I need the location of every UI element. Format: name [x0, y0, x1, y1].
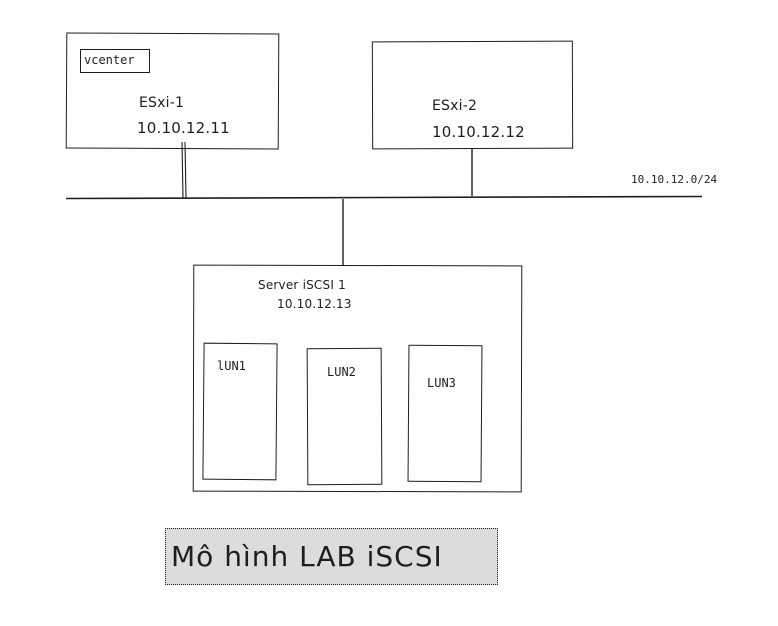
caption-box [165, 528, 498, 585]
network-bus-line [65, 195, 703, 200]
esxi1-uplink-line [181, 141, 187, 199]
subnet-label: 10.10.12.0/24 [631, 173, 718, 186]
server-ip: 10.10.12.13 [277, 297, 352, 311]
esxi2-name: ESxi-2 [432, 98, 478, 114]
caption-title: Mô hình LAB iSCSI [171, 540, 443, 573]
vcenter-vm-box: vcenter [80, 49, 150, 73]
lun-box-3 [407, 344, 483, 483]
lun-label-2: LUN2 [327, 365, 356, 379]
lun-label-1: lUN1 [217, 359, 246, 373]
server-name: Server iSCSI 1 [258, 278, 346, 292]
vcenter-label: vcenter [84, 53, 135, 67]
esxi2-ip: 10.10.12.12 [432, 123, 525, 141]
lun-label-3: LUN3 [427, 376, 456, 390]
esxi1-ip: 10.10.12.11 [137, 119, 230, 137]
esxi1-name: ESxi-1 [139, 95, 185, 111]
